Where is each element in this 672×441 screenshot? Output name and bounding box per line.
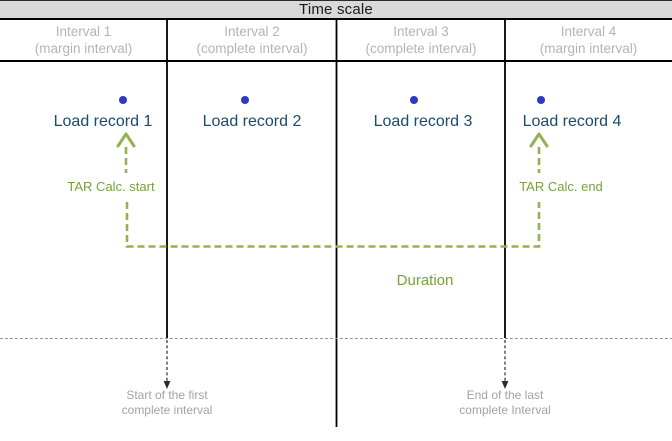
start-marker-caption-line1: Start of the first [126,388,208,402]
interval-3-kind: (complete interval) [365,41,477,56]
title-bar: Time scale [0,0,672,20]
interval-4-kind: (margin interval) [539,41,638,56]
interval-1-header: Interval 1 (margin interval) [0,23,167,59]
record-3-label: Load record 3 [373,113,473,130]
interval-1-kind: (margin interval) [34,41,133,56]
record-4-label: Load record 4 [522,113,622,130]
interval-2-header: Interval 2 (complete interval) [167,23,337,59]
start-marker-caption-line2: complete interval [121,403,213,417]
tar-start-arrow [116,132,136,173]
duration-label: Duration [396,272,454,289]
record-2-dot [241,96,249,104]
start-marker-caption: Start of the first complete interval [122,388,213,418]
interval-2-kind: (complete interval) [196,41,308,56]
interval-3-header: Interval 3 (complete interval) [337,23,505,59]
interval-2-name: Interval 2 [224,24,280,39]
tar-calc-end-label: TAR Calc. end [519,179,603,194]
interval-3-name: Interval 3 [393,24,449,39]
record-1-label: Load record 1 [53,113,153,130]
end-marker-caption-line2: complete Interval [459,403,551,417]
record-1-dot [119,96,127,104]
end-marker-caption: End of the last complete Interval [459,388,550,418]
end-marker-caption-line1: End of the last [466,388,544,402]
record-3-dot [410,96,418,104]
interval-4-header: Interval 4 (margin interval) [505,23,672,59]
record-4-dot [537,96,545,104]
end-marker-arrow [501,340,509,389]
tar-calc-start-label: TAR Calc. start [67,179,155,194]
diagram-title: Time scale [299,1,373,18]
tar-end-arrow [529,132,549,173]
interval-1-name: Interval 1 [55,24,112,39]
start-marker-arrow [163,340,171,389]
duration-path [125,202,541,248]
interval-4-name: Interval 4 [560,24,617,39]
record-2-label: Load record 2 [202,113,302,130]
